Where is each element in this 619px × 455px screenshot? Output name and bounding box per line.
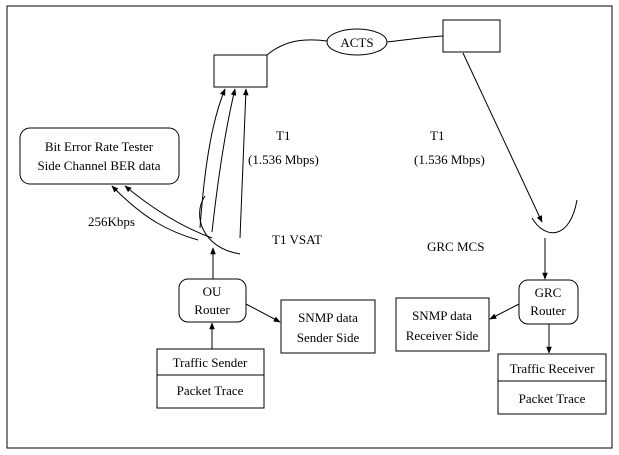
ber-tester-line2: Side Channel BER data [37, 158, 160, 173]
grc-router-to-snmp-arrow [489, 303, 520, 320]
snmp-sender-line2: Sender Side [297, 330, 360, 345]
satellite-downlink-box [442, 19, 501, 53]
side-rate-label: 256Kbps [88, 214, 135, 229]
snmp-sender-line1: SNMP data [298, 310, 358, 325]
side-channel-arrow-2 [111, 185, 199, 241]
rate-right-label: (1.536 Mbps) [414, 152, 485, 167]
ou-vsat-dish [199, 195, 241, 255]
rate-left-label: (1.536 Mbps) [248, 152, 319, 167]
grc-router-line1: GRC [535, 285, 562, 300]
packet-trace-receiver-label: Packet Trace [519, 391, 586, 406]
grc-mcs-label: GRC MCS [427, 239, 484, 254]
ou-router-to-snmp-arrow [245, 303, 281, 323]
uplink-arrow-3 [239, 88, 249, 239]
downlink-arrow [462, 52, 543, 223]
ou-router-line1: OU [203, 284, 222, 299]
traffic-sender-label: Traffic Sender [173, 355, 248, 370]
grc-router-line2: Router [530, 303, 566, 318]
traffic-receiver-box [497, 353, 607, 415]
link-acts-to-downlink [386, 35, 444, 43]
grc-dish [531, 199, 578, 234]
ber-tester-line1: Bit Error Rate Tester [45, 139, 154, 154]
acts-label: ACTS [340, 35, 373, 50]
diagram-frame [6, 5, 613, 449]
uplink-arrow-1 [199, 88, 226, 229]
snmp-receiver-line1: SNMP data [412, 308, 472, 323]
t1-vsat-label: T1 VSAT [272, 232, 322, 247]
packet-trace-sender-label: Packet Trace [177, 383, 244, 398]
side-channel-arrow-1 [124, 185, 213, 239]
snmp-receiver-box [395, 297, 490, 352]
traffic-receiver-label: Traffic Receiver [510, 361, 596, 376]
snmp-sender-box [280, 299, 376, 354]
snmp-receiver-line2: Receiver Side [406, 328, 479, 343]
t1-left-label: T1 [276, 128, 290, 143]
t1-right-label: T1 [430, 128, 444, 143]
ber-tester-box [19, 127, 180, 185]
ou-router-box [178, 278, 247, 323]
satellite-uplink-box [213, 54, 268, 88]
link-uplink-to-acts [266, 39, 328, 56]
uplink-arrow-2 [211, 88, 237, 233]
ou-router-line2: Router [194, 302, 230, 317]
traffic-sender-box [156, 348, 265, 409]
